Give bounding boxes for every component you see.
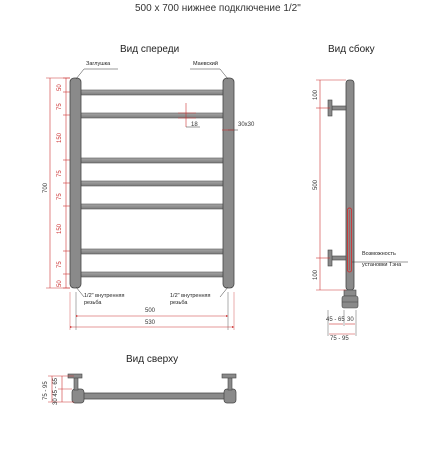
dim-18-label: 18: [191, 122, 198, 128]
side-view-drawing: [316, 79, 408, 336]
crossbar: [77, 271, 227, 278]
heater-element: [347, 207, 352, 273]
right-upright: [222, 77, 235, 289]
thread-right-label-2: резьба: [170, 300, 188, 306]
thread-right-label-1: 1/2" внутренняя: [170, 293, 211, 299]
heater-label-1: Возможность: [362, 251, 396, 257]
crossbars: [77, 89, 227, 278]
side-dim-45-65: 45 - 65: [326, 317, 345, 323]
front-dim-75-b: 75: [57, 170, 63, 177]
crossbar: [77, 180, 227, 187]
width-inner-label: 500: [145, 308, 156, 314]
side-view-title: Вид сбоку: [328, 44, 375, 55]
crossbar: [77, 203, 227, 210]
drawing-title: 500 х 700 нижнее подключение 1/2": [135, 3, 301, 14]
front-overall-height: 700: [43, 182, 49, 193]
front-dim-75-a: 75: [57, 103, 63, 110]
front-dim-50-top: 50: [57, 84, 63, 91]
width-outer-label: 530: [145, 320, 156, 326]
top-view-title: Вид сверху: [126, 354, 179, 365]
top-dim-75-95: 75 - 95: [43, 381, 49, 400]
top-bar: [79, 392, 229, 400]
crossbar: [77, 248, 227, 255]
top-dim-30-45-65: 30 45 - 65: [53, 377, 59, 405]
side-dim-top: 100: [313, 89, 319, 100]
front-view-drawing: [46, 68, 238, 330]
left-upright: [69, 77, 82, 289]
side-dim-75-95: 75 - 95: [330, 336, 349, 342]
front-dim-150-a: 150: [57, 132, 63, 143]
top-view-drawing: [48, 373, 237, 404]
front-dim-75-d: 75: [57, 261, 63, 268]
front-view-title: Вид спереди: [120, 44, 180, 55]
front-dim-75-c: 75: [57, 193, 63, 200]
front-dim-150-b: 150: [57, 223, 63, 234]
crossbar: [77, 89, 227, 96]
front-dim-50-bottom: 50: [57, 280, 63, 287]
side-dim-bottom: 100: [313, 269, 319, 280]
thread-left-label-2: резьба: [84, 300, 102, 306]
crossbar: [77, 112, 227, 119]
side-dim-middle: 500: [313, 179, 319, 190]
heater-label-2: установки Тэна: [362, 262, 402, 268]
mayevsky-valve-label: Маевский: [193, 61, 218, 67]
dim-30x30-label: 30х30: [238, 122, 255, 128]
crossbar: [77, 157, 227, 164]
side-dim-30: 30: [347, 317, 354, 323]
plug-label: Заглушка: [86, 61, 111, 67]
thread-left-label-1: 1/2" внутренняя: [84, 293, 125, 299]
